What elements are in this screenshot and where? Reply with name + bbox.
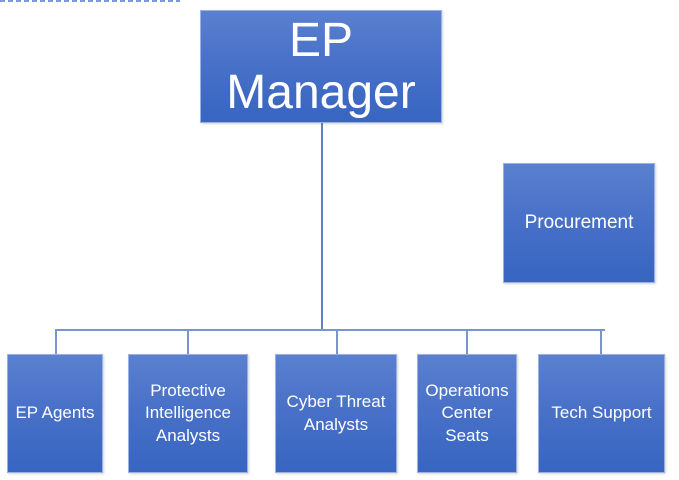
node-tech-support[interactable]: Tech Support [538, 354, 665, 473]
connector-drop-protective-intelligence [187, 330, 189, 354]
node-operations-center-seats[interactable]: Operations Center Seats [417, 354, 517, 473]
node-procurement[interactable]: Procurement [503, 163, 655, 283]
connector-horizontal-bus [55, 329, 605, 331]
connector-manager-vertical [321, 123, 323, 330]
connector-drop-ep-agents [55, 330, 57, 354]
node-operations-center-seats-label: Operations Center Seats [425, 381, 509, 445]
node-protective-intelligence-analysts[interactable]: Protective Intelligence Analysts [128, 354, 248, 473]
node-ep-manager[interactable]: EP Manager [200, 10, 442, 123]
node-tech-support-label: Tech Support [551, 403, 652, 423]
node-cyber-threat-analysts[interactable]: Cyber Threat Analysts [275, 354, 397, 473]
node-ep-agents-label: EP Agents [15, 403, 95, 423]
connector-drop-tech-support [600, 330, 602, 354]
node-ep-agents[interactable]: EP Agents [7, 354, 103, 473]
connector-drop-cyber-threat [336, 330, 338, 354]
connector-drop-operations-center [466, 330, 468, 354]
connector-procurement-dashed [0, 0, 180, 2]
node-cyber-threat-analysts-label: Cyber Threat Analysts [286, 392, 386, 434]
node-protective-intelligence-analysts-label: Protective Intelligence Analysts [144, 381, 231, 445]
node-procurement-label: Procurement [524, 212, 634, 233]
node-ep-manager-label: EP Manager [226, 13, 416, 119]
